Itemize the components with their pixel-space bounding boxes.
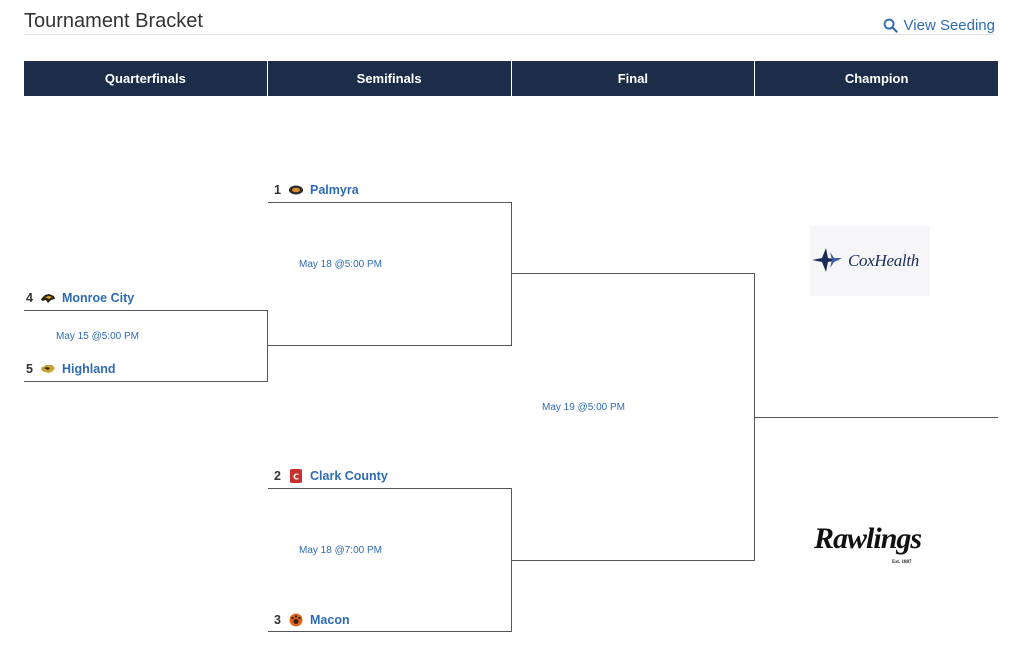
bracket-line [511,488,512,632]
bracket-line [754,273,755,561]
bracket-line [268,488,512,489]
team-seed: 1 [274,183,281,197]
cougar-icon [40,362,56,376]
coxhealth-logo: CoxHealth [810,226,930,296]
bracket-line [512,273,755,274]
bracket-line [267,310,268,382]
bracket-line [24,310,268,311]
team-slot: 5 Highland [26,360,115,378]
bracket-line [511,202,512,346]
bracket-header: Quarterfinals Semifinals Final Champion [24,61,998,96]
team-name-link[interactable]: Palmyra [310,183,359,197]
header-final: Final [511,61,756,96]
header-semifinals: Semifinals [267,61,512,96]
team-slot: 4 Monroe City [26,289,134,307]
bracket-line [24,381,268,382]
tiger-icon [40,291,56,305]
team-name-link[interactable]: Monroe City [62,291,135,305]
bracket-line [268,345,512,346]
view-seeding-link[interactable]: View Seeding [883,17,995,34]
game-time-link[interactable]: May 18 @7:00 PM [299,545,382,556]
rawlings-wordmark: Rawlings [814,522,922,555]
bracket-line [755,417,998,418]
team-name-link[interactable]: Highland [62,362,116,376]
team-slot: 2 C Clark County [274,467,388,485]
tiger-paw-icon [288,613,304,627]
coxhealth-wordmark: CoxHealth [848,251,919,270]
team-seed: 4 [26,291,33,305]
game-time-link[interactable]: May 18 @5:00 PM [299,259,382,270]
bracket-line [268,202,512,203]
bracket-line [512,560,755,561]
team-seed: 2 [274,469,281,483]
team-slot: 1 Palmyra [274,181,359,199]
rawlings-est: Est. 1887 [892,560,912,565]
team-name-link[interactable]: Macon [310,613,350,627]
team-seed: 3 [274,613,281,627]
cc-logo-icon: C [288,469,304,483]
rawlings-logo: Rawlings Est. 1887 [810,516,932,576]
bracket-line [268,631,512,632]
game-time-link[interactable]: May 19 @5:00 PM [542,402,625,413]
team-name-link[interactable]: Clark County [310,469,388,483]
header-quarterfinals: Quarterfinals [24,61,268,96]
panther-icon [288,183,304,197]
search-icon [883,18,898,33]
header-champion: Champion [755,61,998,96]
page-title: Tournament Bracket [24,10,203,32]
team-seed: 5 [26,362,33,376]
title-divider [24,34,994,35]
svg-text:C: C [293,473,299,482]
view-seeding-label: View Seeding [903,17,995,34]
team-slot: 3 Macon [274,611,350,629]
coxhealth-star-icon [812,248,842,272]
game-time-link[interactable]: May 15 @5:00 PM [56,331,139,342]
